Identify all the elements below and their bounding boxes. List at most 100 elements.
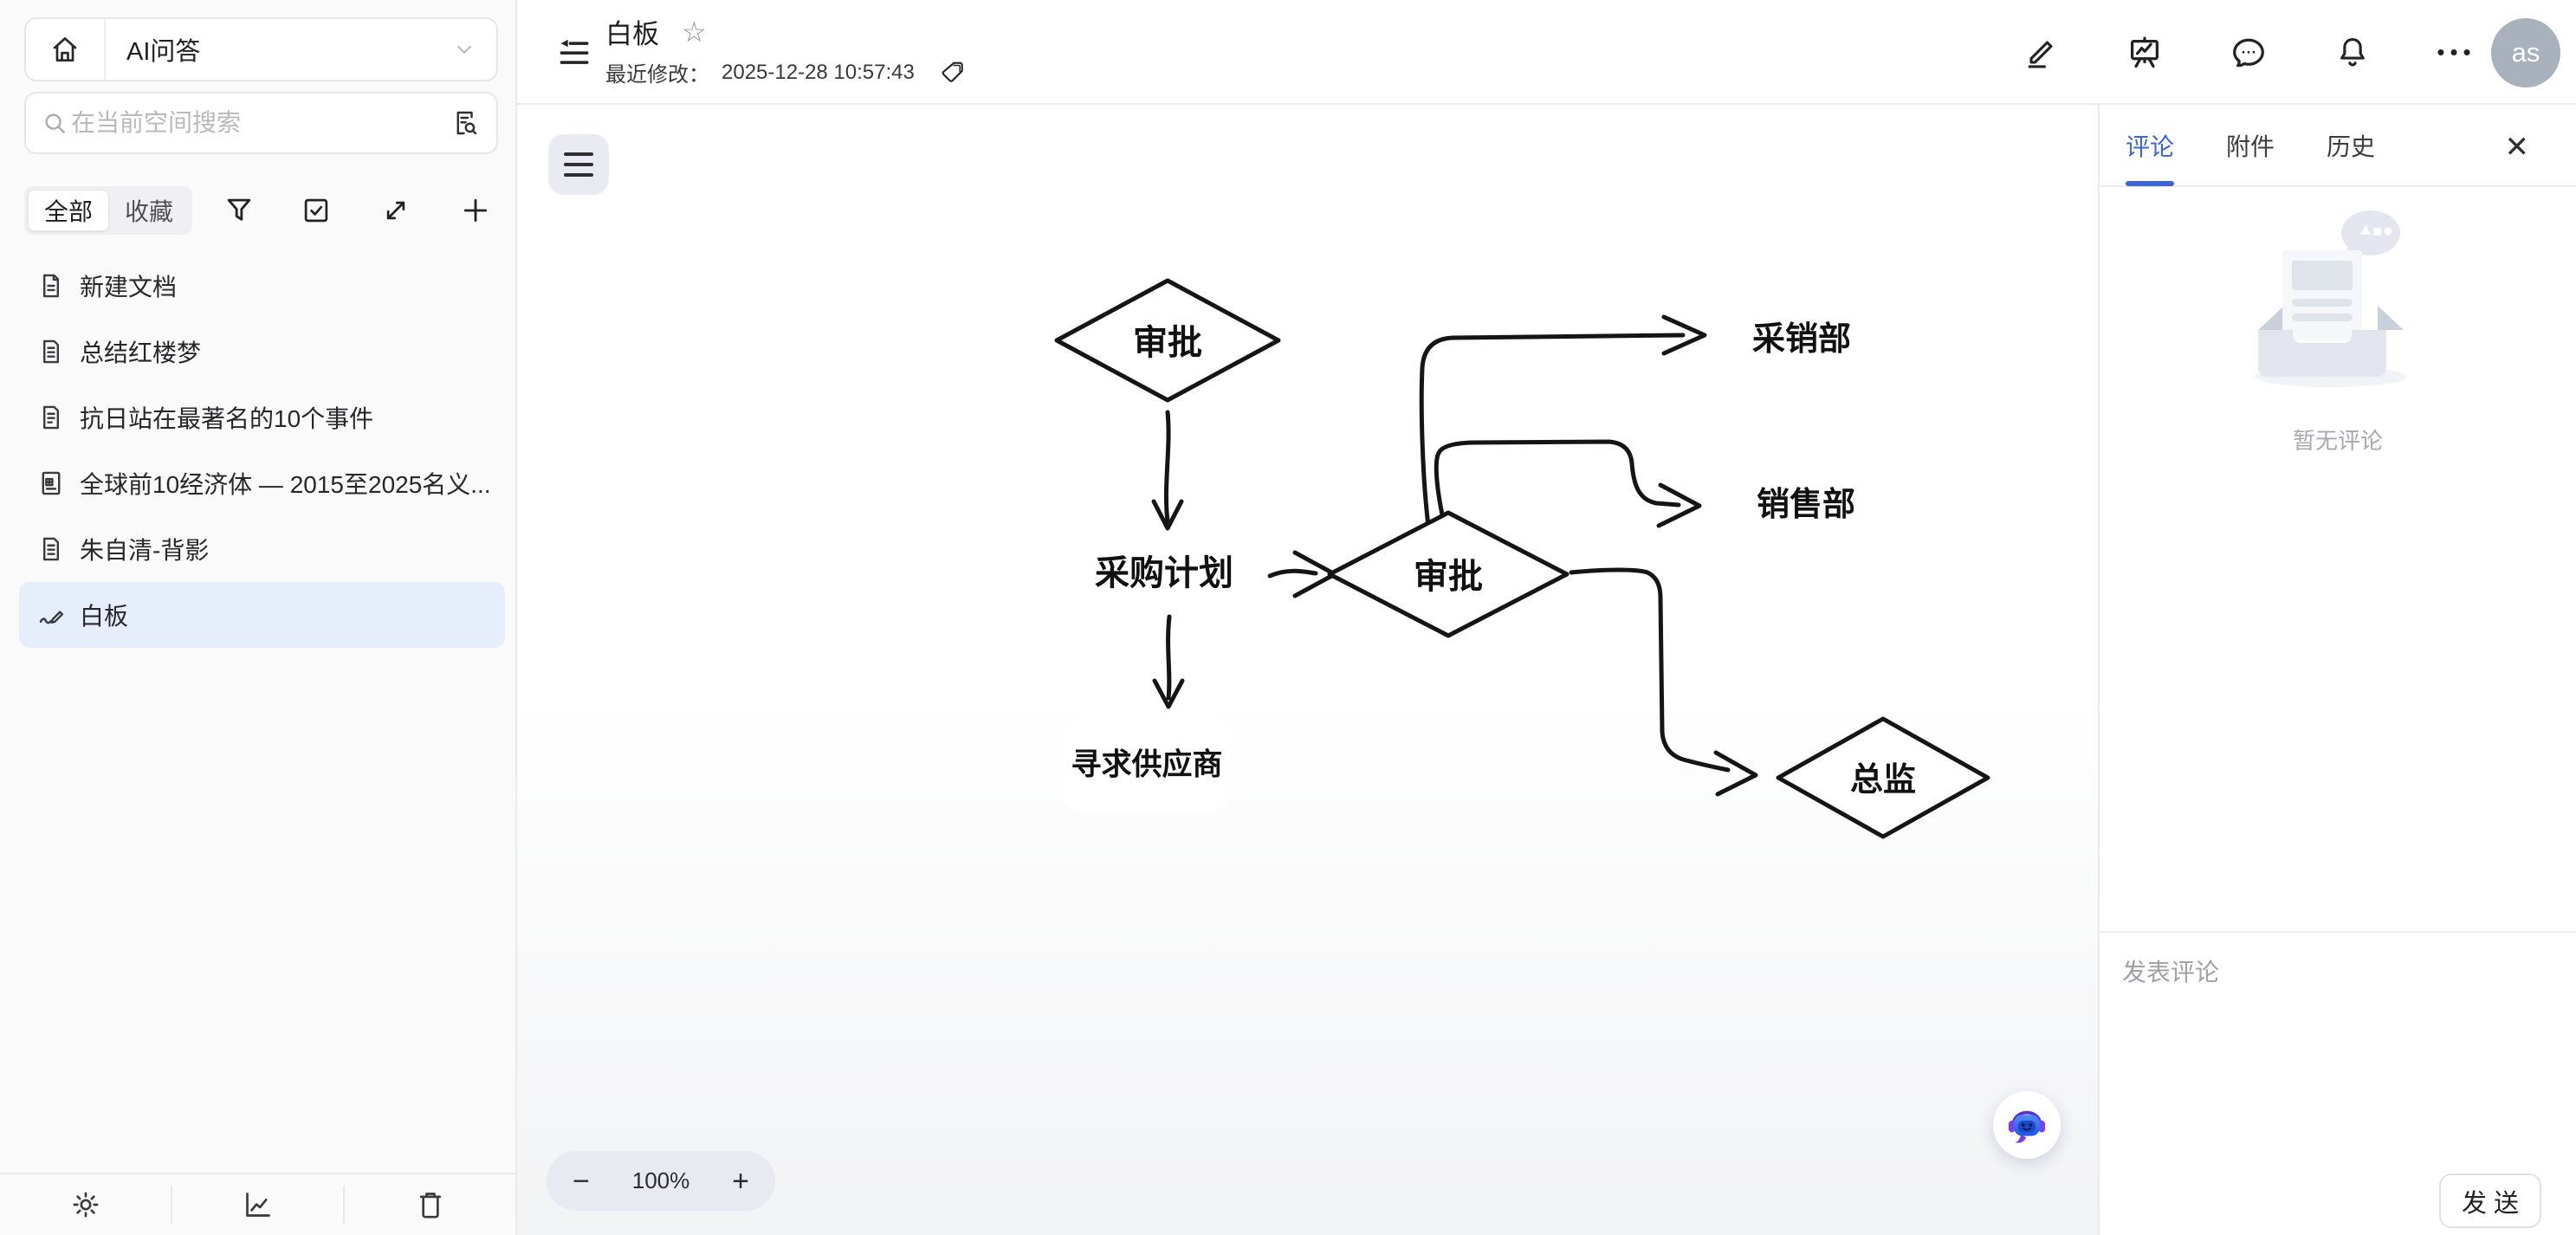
collapse-sidebar-button[interactable] [552,31,597,76]
settings-button[interactable] [0,1186,171,1224]
doc-title: 新建文档 [80,274,178,301]
comments-button[interactable] [2224,29,2273,77]
doc-title: 总结红楼梦 [80,339,202,366]
home-icon[interactable] [26,19,106,80]
panel-tabs: 评论 附件 历史 [2100,105,2576,187]
comments-panel: 评论 附件 历史 ✕ 暂无评论 [2098,105,2576,1235]
search-input[interactable] [69,108,450,138]
canvas-menu-button[interactable] [548,134,609,195]
svg-text:销售部: 销售部 [1757,487,1855,523]
zoom-out-button[interactable]: − [573,1164,590,1198]
search-box [24,92,498,154]
doc-row[interactable]: 朱自清-背影 [19,516,505,582]
chat-bubble-icon [2233,38,2264,67]
doc-title: 全球前10经济体 — 2015至2025名义... [80,471,491,498]
node-approval-1[interactable] [1054,278,1281,403]
node-approval-2[interactable] [1327,510,1570,638]
doc-row[interactable]: 全球前10经济体 — 2015至2025名义... [19,450,505,516]
presentation-icon [2130,36,2159,68]
document-icon [43,339,59,364]
stats-button[interactable] [171,1186,343,1224]
node-procurement-dept[interactable] [1719,295,1884,379]
doc-title: 白板 [80,603,129,630]
send-comment-button[interactable]: 发 送 [2439,1174,2541,1228]
tab-favorites[interactable]: 收藏 [125,198,174,225]
search-in-doc-icon[interactable] [450,107,481,139]
svg-text:审批: 审批 [1133,324,1202,362]
filter-row: 全部 收藏 [24,185,498,236]
doc-row-whiteboard-selected[interactable]: 白板 [19,582,505,648]
comment-input[interactable] [2100,933,2576,1158]
document-icon [43,537,59,561]
tag-icon[interactable] [939,59,967,87]
empty-comments-text: 暂无评论 [2292,428,2383,454]
sidebar-footer [0,1173,515,1235]
notifications-button[interactable] [2328,29,2377,77]
filter-icon[interactable] [217,188,262,233]
modified-time: 2025-12-28 10:57:43 [722,60,915,84]
add-doc-icon[interactable] [453,188,498,233]
space-switcher-label: AI问答 [126,38,201,66]
node-find-supplier[interactable] [1064,714,1230,811]
doc-row[interactable]: 抗日站在最著名的10个事件 [19,385,505,450]
svg-text:总监: 总监 [1850,762,1916,799]
svg-text:寻求供应商: 寻求供应商 [1071,747,1222,782]
document-icon [43,274,59,298]
whiteboard-canvas[interactable]: 审批 采购计划 审批 采销部 销售部 总监 寻求供应商 − 100% + [517,105,2098,1235]
empty-inbox-illustration [2255,210,2407,387]
more-button[interactable]: ••• [2432,29,2481,77]
close-panel-button[interactable]: ✕ [2500,129,2535,165]
doc-title: 抗日站在最著名的10个事件 [80,405,374,432]
comment-composer: 发 送 [2100,931,2576,1235]
ai-assistant-button[interactable] [1993,1091,2061,1159]
space-switcher[interactable]: AI问答 [24,17,498,81]
ellipsis-icon: ••• [2437,39,2476,65]
svg-text:审批: 审批 [1414,558,1483,596]
bell-icon [2340,37,2365,66]
avatar-initials: as [2511,37,2540,68]
topbar-actions: ••• [2016,0,2481,105]
zoom-controls: − 100% + [547,1151,775,1211]
flowchart: 审批 采购计划 审批 采销部 销售部 总监 寻求供应商 [1054,278,1990,839]
line-chart-icon [245,1193,270,1217]
collapse-sidebar-icon [560,39,589,64]
whiteboard-icon [39,611,64,624]
node-purchase-plan[interactable] [1061,531,1267,612]
node-sales-dept[interactable] [1724,461,1888,545]
star-icon[interactable]: ☆ [682,16,707,48]
chevron-down-icon [451,36,496,62]
robot-icon [2008,1110,2046,1143]
flowchart-nodes[interactable] [1054,278,1990,839]
pencil-icon [2028,41,2053,68]
present-button[interactable] [2120,29,2169,77]
svg-text:采购计划: 采购计划 [1095,554,1233,592]
sidebar: AI问答 全部 收藏 [0,0,517,1235]
zoom-level: 100% [631,1167,690,1193]
zoom-in-button[interactable]: + [732,1164,749,1198]
tab-comments[interactable]: 评论 [2126,104,2175,186]
doc-list: 新建文档 总结红楼梦 抗日站在最著名的10个事件 全球前10经济体 — 2015… [0,253,517,648]
svg-text:采销部: 采销部 [1752,321,1851,358]
modified-label: 最近修改： [605,63,709,87]
edit-button[interactable] [2016,29,2065,77]
docs-filter-segmented: 全部 收藏 [24,186,193,235]
tab-attachments[interactable]: 附件 [2226,133,2275,160]
comments-empty-state: 暂无评论 [2100,200,2576,456]
doc-row[interactable]: 新建文档 [19,253,505,319]
node-director[interactable] [1776,716,1990,839]
document-icon [43,405,59,430]
flowchart-labels: 审批 采购计划 审批 采销部 销售部 总监 寻求供应商 [1071,321,1916,799]
tab-all[interactable]: 全部 [28,190,110,231]
expand-icon[interactable] [373,188,418,233]
sheet-icon [42,471,61,495]
page-title: 白板 [605,19,659,49]
trash-button[interactable] [343,1186,515,1224]
avatar[interactable]: as [2491,18,2560,87]
gear-icon [73,1192,98,1218]
trash-icon [419,1193,441,1219]
doc-row[interactable]: 总结红楼梦 [19,319,505,385]
multi-select-icon[interactable] [294,188,339,233]
doc-title: 朱自清-背影 [80,537,210,564]
tab-history[interactable]: 历史 [2327,133,2376,160]
